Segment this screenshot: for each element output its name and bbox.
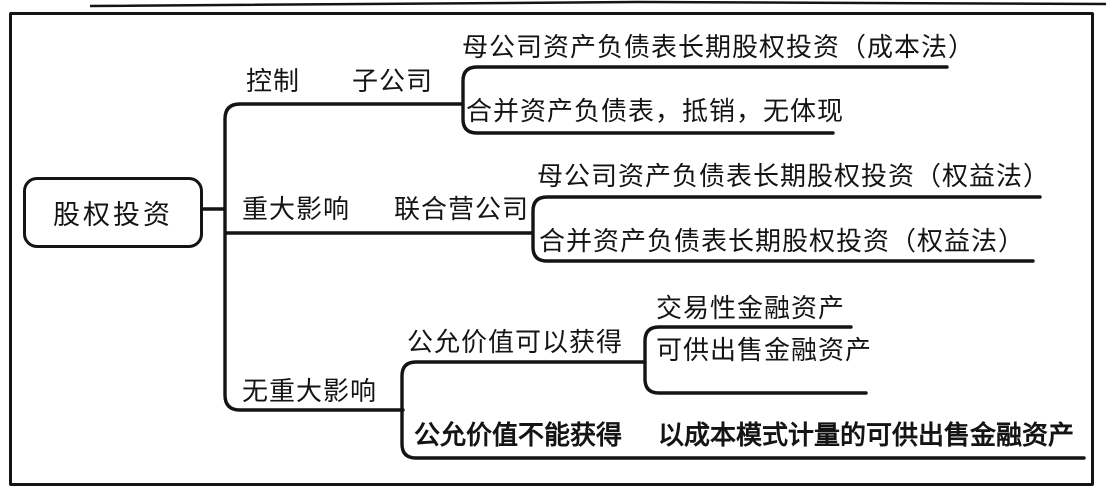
branch-control-condition-label: 控制 [246, 67, 301, 96]
bracket-no-significant-influence [400, 360, 1086, 460]
scan-artifact-line [89, 0, 1106, 8]
leaf-parent-balance-sheet-cost-method: 母公司资产负债表长期股权投资（成本法） [462, 33, 976, 62]
leaf-consolidated-balance-sheet-elimination: 合并资产负债表，抵销，无体现 [466, 97, 845, 126]
branch-significant-influence-entity-label: 联合营公司 [394, 195, 530, 224]
bracket-control [461, 65, 949, 135]
bracket-significant-influence [531, 195, 1042, 263]
leaf-available-for-sale-financial-assets: 可供出售金融资产 [656, 336, 873, 365]
branch-no-significant-influence-condition-label: 无重大影响 [242, 377, 378, 406]
leaf-parent-balance-sheet-equity-method: 母公司资产负债表长期股权投资（权益法） [537, 162, 1051, 191]
root-node-label: 股权投资 [53, 200, 173, 230]
branch-control-entity-label: 子公司 [352, 67, 434, 96]
branch-significant-influence-condition-label: 重大影响 [242, 195, 351, 224]
trunk-line [223, 102, 465, 412]
node-fair-value-unavailable-label: 公允价值不能获得 [414, 420, 623, 450]
node-fair-value-available-label: 公允价值可以获得 [407, 328, 624, 357]
leaf-consolidated-balance-sheet-equity-method: 合并资产负债表长期股权投资（权益法） [539, 227, 1026, 256]
diagram-border [9, 12, 1094, 486]
leaf-afs-measured-at-cost: 以成本模式计量的可供出售金融资产 [658, 420, 1075, 450]
leaf-trading-financial-assets: 交易性金融资产 [656, 294, 846, 323]
bracket-fair-value-available [643, 325, 868, 395]
root-node-box: 股权投资 [23, 177, 203, 248]
